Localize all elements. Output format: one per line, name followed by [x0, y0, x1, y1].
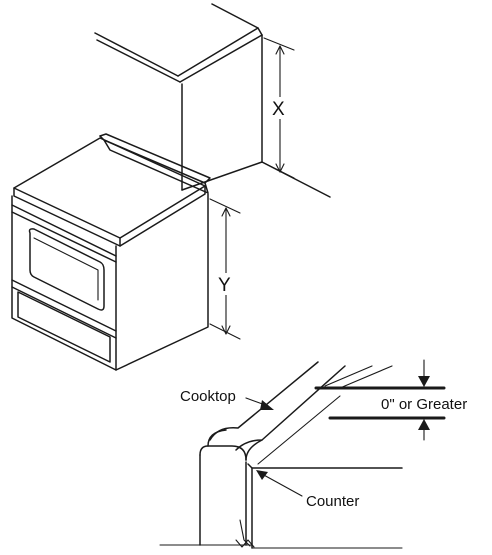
oven-window-inner	[33, 237, 99, 301]
range-side-top	[199, 445, 247, 461]
cooktop-side-rim	[119, 185, 206, 247]
cooktop-rim-upper	[209, 361, 319, 441]
dimension-x: X	[263, 37, 295, 179]
door-top-edge	[11, 204, 117, 257]
cooktop-front-rim	[13, 187, 121, 247]
cabinet-top-right-edge	[211, 3, 263, 36]
x-arrow-bottom	[275, 163, 285, 173]
cooktop-detail: Cooktop 0" or Greater Counter	[159, 359, 467, 549]
drawer-top	[11, 286, 117, 339]
door-top-edge-inner	[11, 211, 117, 263]
cabinet-top-back-edge-lower	[96, 39, 181, 83]
gap-label: 0" or Greater	[381, 396, 467, 413]
cooktop-surface-line-1	[324, 365, 373, 387]
y-arrow-bottom	[221, 325, 231, 335]
x-arrow-top	[275, 45, 285, 55]
floor-break	[235, 539, 255, 548]
y-label-backdrop	[216, 273, 236, 295]
counter-leader	[261, 473, 303, 497]
x-label: X	[272, 99, 285, 120]
cooktop-label: Cooktop	[180, 388, 236, 405]
oven-window	[28, 228, 105, 311]
counter-back-line	[257, 395, 341, 465]
backguard-top	[99, 133, 211, 184]
range-side	[115, 193, 209, 371]
range	[11, 133, 211, 371]
cooktop-surface-line-2	[339, 365, 393, 389]
y-label: Y	[218, 275, 231, 296]
cooktop-front-round	[207, 429, 227, 447]
gap-arrow-top-head	[418, 376, 430, 387]
range-backguard	[103, 139, 209, 194]
gap-arrow-bottom-head	[418, 419, 430, 430]
upper-cabinet	[94, 3, 331, 198]
range-cooktop-surface	[13, 137, 206, 239]
x-label-backdrop	[270, 97, 290, 119]
cooktop-leader-arrow	[260, 400, 274, 410]
counter-label: Counter	[306, 493, 359, 510]
x-extension-top	[263, 37, 295, 51]
cabinet-bottom-edge	[181, 161, 263, 191]
drawer-front	[17, 291, 111, 363]
range-side-crease	[239, 519, 251, 547]
door-bottom-edge	[11, 279, 117, 332]
range-front	[11, 195, 117, 371]
cabinet-top-front-edge-lower	[179, 34, 263, 83]
cooktop-side-round	[245, 439, 263, 461]
cabinet-top-front-edge	[177, 27, 259, 77]
dimension-y: Y	[209, 198, 241, 340]
cabinet-top-back-edge	[94, 32, 179, 77]
y-extension-top	[209, 198, 241, 214]
y-arrow-top	[221, 207, 231, 217]
counter-corner	[247, 463, 253, 469]
counter-leader-arrow	[256, 470, 268, 480]
